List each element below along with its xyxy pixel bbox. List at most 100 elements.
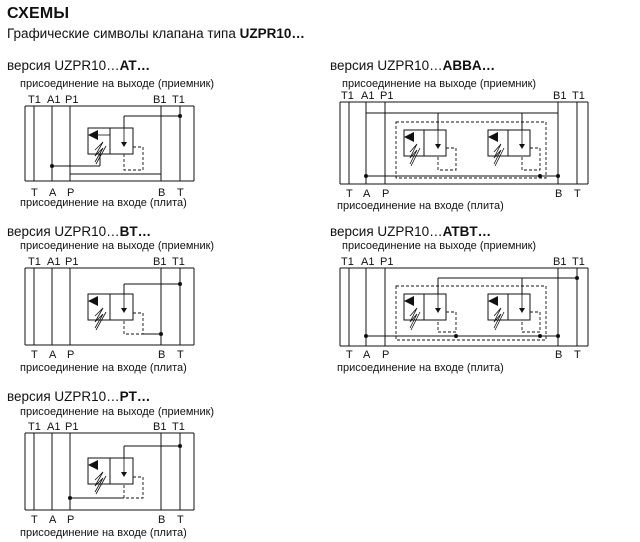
top-caption-at: присоединение на выходе (приемник) [20, 78, 215, 90]
top-port-labels: T1 A1 P1 B1 T1 [341, 256, 585, 268]
junction-dot [454, 334, 458, 338]
port-t1-left: T1 [28, 94, 41, 106]
port-t1-left: T1 [341, 90, 354, 102]
flow-arrow-icon [435, 308, 441, 313]
port-p: P [67, 349, 74, 361]
adjust-arrow-icon [95, 475, 107, 495]
port-a: A [49, 349, 57, 361]
junction-dot [538, 174, 542, 178]
junction-dot [68, 496, 72, 500]
port-t1-right: T1 [172, 256, 185, 268]
port-t1-right: T1 [172, 94, 185, 106]
port-t-left: T [31, 187, 38, 199]
port-b1: B1 [153, 421, 166, 433]
version-label-pt: версия UZPR10…PT… [7, 389, 151, 404]
valve-2-body [487, 129, 531, 157]
drain-line [437, 147, 457, 171]
port-b1: B1 [553, 90, 566, 102]
junction-dot [178, 282, 182, 286]
spring-icon [94, 141, 104, 163]
port-t-right: T [177, 514, 184, 526]
valve-1-body [403, 293, 447, 321]
diagram-abba: T1 A1 P1 B1 T1 [339, 90, 589, 200]
port-p: P [67, 514, 74, 526]
bottom-caption-bt: присоединение на входе (плита) [20, 362, 187, 374]
pilot-arrow-icon [488, 132, 498, 142]
adjust-arrow-icon [95, 145, 107, 165]
subtitle-text: Графические символы клапана типа [7, 26, 240, 41]
valve-1-body [403, 129, 447, 157]
pilot-arrow-icon [88, 460, 98, 470]
bottom-caption-abba: присоединение на входе (плита) [337, 200, 504, 212]
port-a1: A1 [361, 90, 374, 102]
valve-group-outline [395, 285, 547, 341]
port-b: B [158, 349, 165, 361]
port-a: A [363, 188, 371, 200]
bottom-port-labels: T A P B T [346, 349, 581, 361]
port-a: A [49, 187, 57, 199]
port-t1-right: T1 [172, 421, 185, 433]
drain-line [123, 476, 144, 499]
port-b: B [555, 349, 562, 361]
pilot-arrow-icon [404, 296, 414, 306]
page-title: СХЕМЫ [7, 5, 70, 22]
port-a1: A1 [361, 256, 374, 268]
junction-dot [556, 174, 560, 178]
port-t1-left: T1 [28, 256, 41, 268]
top-port-labels: T1 A1 P1 B1 T1 [28, 256, 185, 268]
adjust-arrow-icon [410, 311, 421, 331]
spring-icon [94, 471, 104, 493]
adjust-arrow-icon [494, 147, 505, 167]
junction-dot [538, 334, 542, 338]
flow-arrow-icon [121, 142, 127, 147]
port-a1: A1 [47, 256, 60, 268]
adjust-arrow-icon [410, 147, 421, 167]
junction-dot [178, 114, 182, 118]
top-caption-abba: присоединение на выходе (приемник) [342, 78, 537, 90]
spring-icon [409, 143, 418, 165]
port-t1-right: T1 [572, 256, 585, 268]
port-t-right: T [574, 188, 581, 200]
page-subtitle: Графические символы клапана типа UZPR10… [7, 26, 305, 41]
junction-dot [364, 174, 368, 178]
junction-dot [556, 334, 560, 338]
subtitle-model: UZPR10… [239, 26, 305, 41]
junction-dot [178, 444, 182, 448]
version-label-atbt: версия UZPR10…ATBT… [330, 224, 492, 239]
flow-arrow-icon [121, 308, 127, 313]
drain-line [123, 146, 144, 171]
port-b1: B1 [553, 256, 566, 268]
port-p1: P1 [65, 256, 78, 268]
junction-dot [159, 332, 163, 336]
pilot-arrow-icon [404, 132, 414, 142]
diagram-pt: T1 A1 P1 B1 T1 T A P B T [24, 421, 195, 526]
top-port-labels: T1 A1 P1 B1 T1 [28, 421, 185, 433]
port-a: A [363, 349, 371, 361]
port-b: B [158, 187, 165, 199]
port-p: P [382, 188, 389, 200]
port-a1: A1 [47, 94, 60, 106]
port-t-right: T [177, 349, 184, 361]
adjust-arrow-icon [95, 311, 107, 331]
diagram-atbt: T1 A1 P1 B1 T1 [339, 256, 589, 361]
flow-arrow-icon [519, 144, 525, 149]
port-a1: A1 [47, 421, 60, 433]
pilot-arrow-icon [488, 296, 498, 306]
flow-arrow-icon [435, 144, 441, 149]
bottom-caption-pt: присоединение на входе (плита) [20, 527, 187, 539]
junction-dot [364, 334, 368, 338]
valve-group-outline [395, 121, 547, 179]
spring-icon [94, 307, 104, 329]
port-b: B [158, 514, 165, 526]
drain-line [521, 147, 541, 171]
port-t-left: T [346, 188, 353, 200]
port-b: B [555, 188, 562, 200]
port-p1: P1 [380, 90, 393, 102]
pilot-arrow-icon [88, 296, 98, 306]
port-p: P [382, 349, 389, 361]
junction-dot [575, 276, 579, 280]
top-caption-bt: присоединение на выходе (приемник) [20, 240, 215, 252]
port-t1-right: T1 [572, 90, 585, 102]
drain-line [521, 311, 541, 333]
